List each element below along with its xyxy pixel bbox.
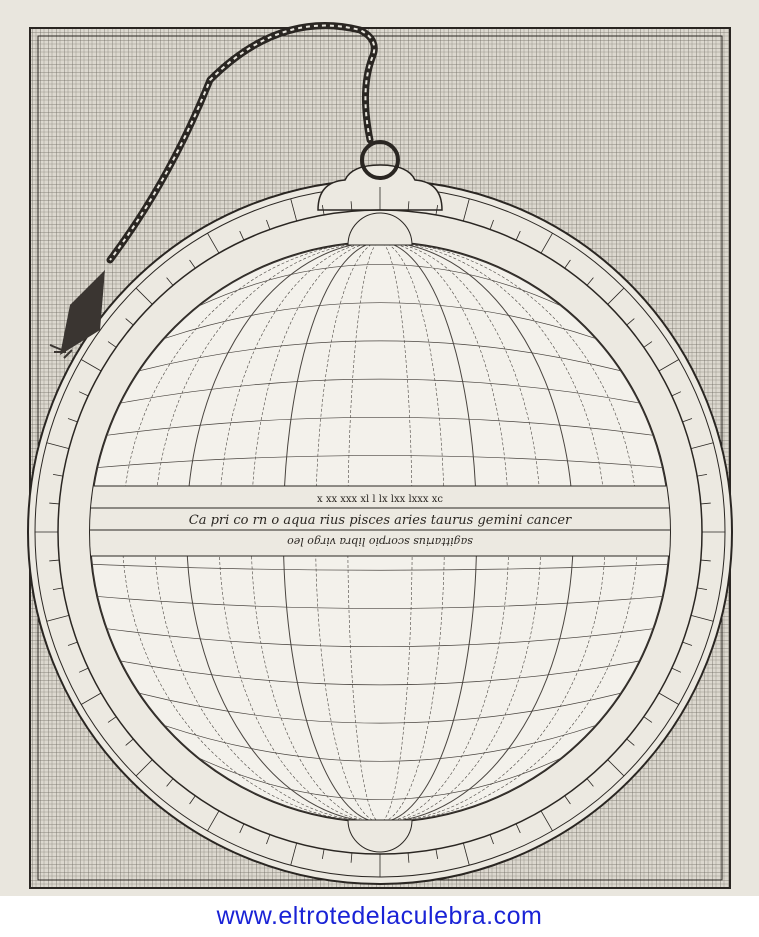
watermark-url: www.eltrotedelaculebra.com bbox=[0, 896, 759, 937]
astrolabe-illustration: Ca pri co rn o aqua rius pisces aries ta… bbox=[27, 22, 733, 889]
zodiac-label-row: Ca pri co rn o aqua rius pisces aries ta… bbox=[189, 513, 572, 528]
tassel bbox=[49, 270, 105, 359]
zodiac-label-row-inverted: sagittarius scorpio libra virgo leo bbox=[287, 535, 473, 548]
suspension-ring bbox=[360, 140, 400, 180]
roman-numeral-row: x xx xxx xl l lx lxx lxxx xc bbox=[317, 494, 443, 505]
zodiac-band bbox=[90, 485, 670, 557]
north-pole-cap bbox=[347, 212, 413, 246]
south-pole-cap bbox=[347, 819, 413, 853]
degree-scale bbox=[35, 187, 725, 877]
